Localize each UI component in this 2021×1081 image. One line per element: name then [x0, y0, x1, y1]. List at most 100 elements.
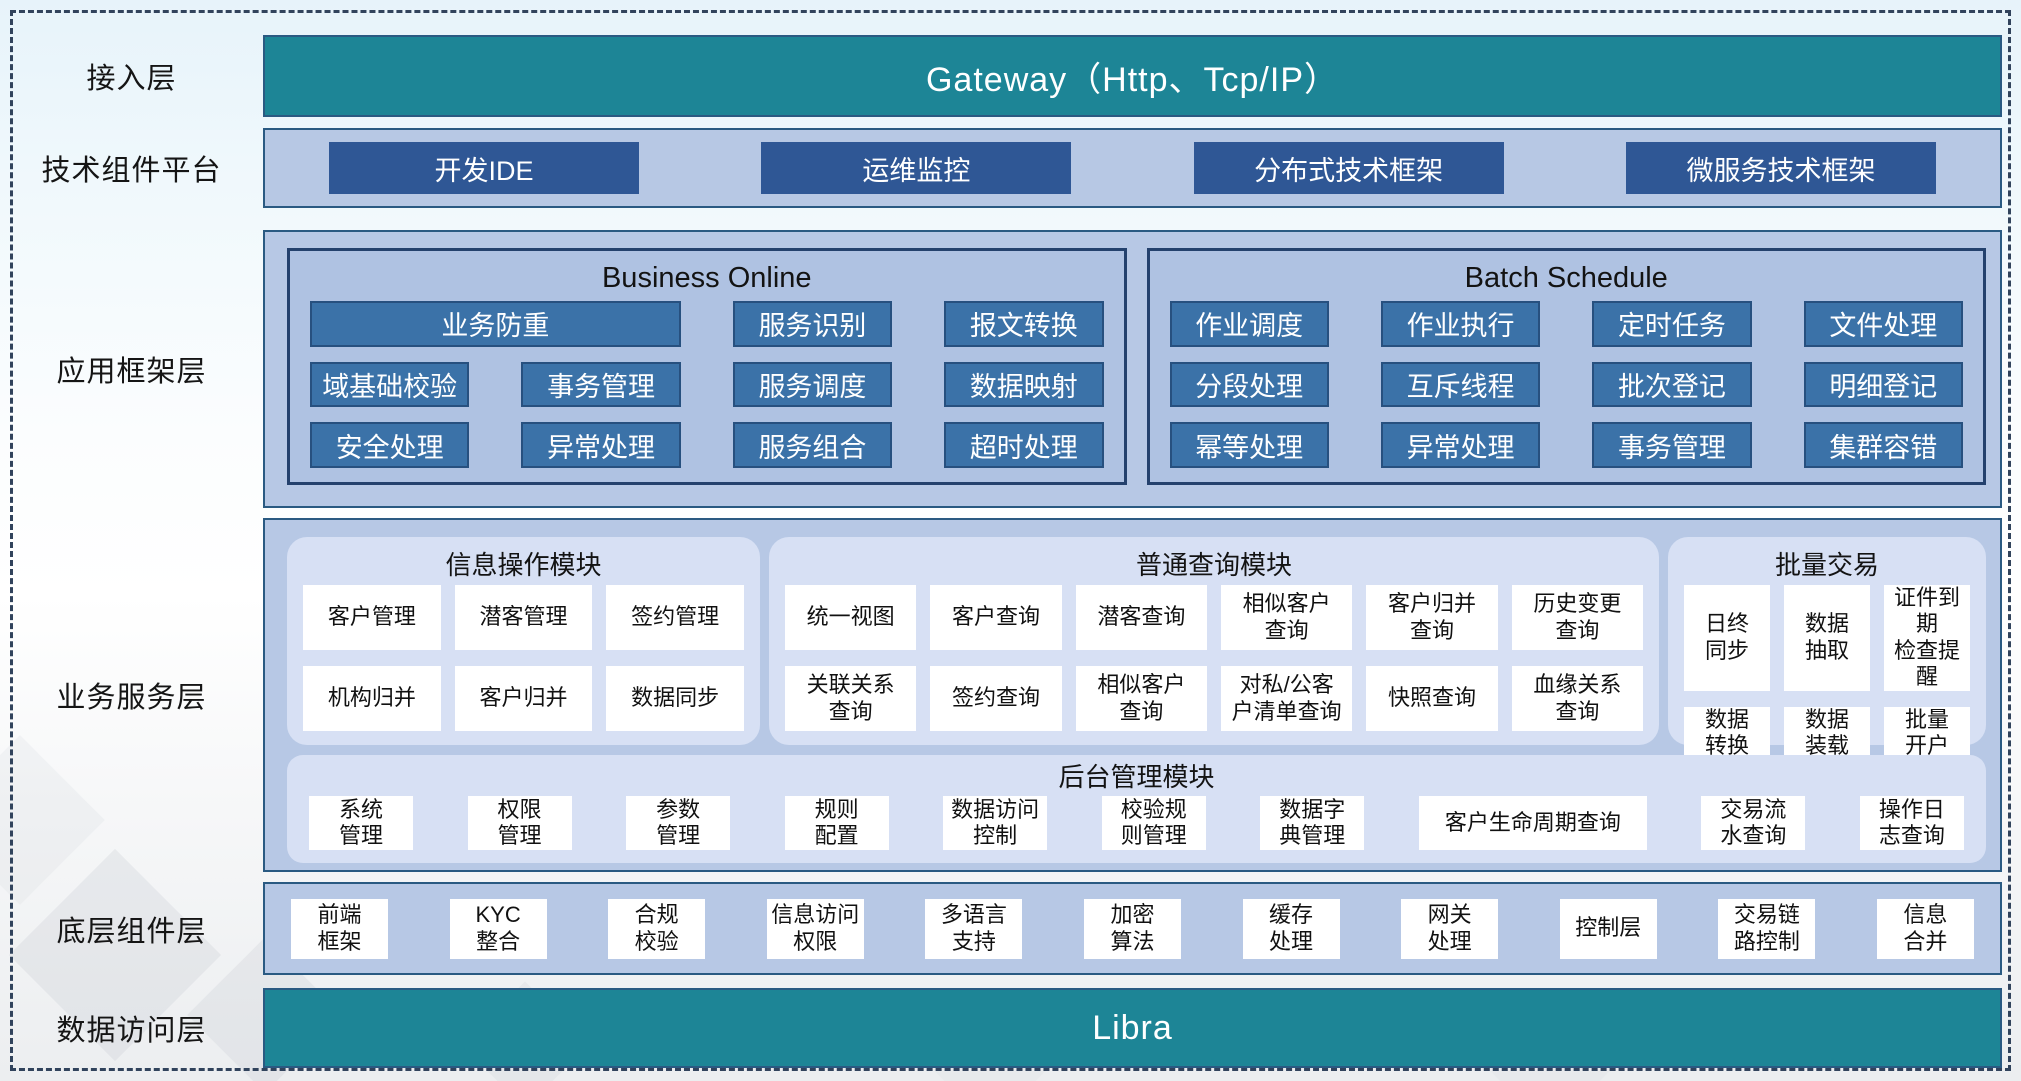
- libra-bar-text: Libra: [1092, 1008, 1173, 1047]
- service-button: 机构归并: [303, 666, 441, 731]
- layer-label-data-access: 数据访问层: [56, 1015, 207, 1047]
- admin-button: 权限 管理: [467, 796, 572, 850]
- info-operation-module-title: 信息操作模块: [445, 550, 602, 580]
- service-button: 快照查询: [1366, 666, 1498, 731]
- admin-button: 参数 管理: [626, 796, 731, 850]
- framework-button: 超时处理: [944, 422, 1104, 468]
- service-button: 统一视图: [785, 585, 917, 650]
- admin-button: 规则 配置: [784, 796, 889, 850]
- admin-button: 数据访问 控制: [943, 796, 1048, 850]
- admin-button: 校验规 则管理: [1101, 796, 1206, 850]
- gateway-bar-text: Gateway（Http、Tcp/IP）: [925, 60, 1339, 99]
- general-query-module: 普通查询模块 统一视图 客户查询 潜客查询 相似客户 查询 客户归并 查询 历史…: [769, 537, 1659, 745]
- layer-label-base-components: 底层组件层: [56, 915, 207, 948]
- base-component-button: 前端 框架: [291, 898, 388, 959]
- app-framework-box: Business Online 业务防重 服务识别 报文转换 域基础校验 事务管…: [263, 230, 2002, 508]
- service-button: 数据 抽取: [1784, 585, 1870, 691]
- admin-button: 客户生命周期查询: [1418, 796, 1647, 850]
- business-service-box: 信息操作模块 客户管理 潜客管理 签约管理 机构归并 客户归并 数据同步 普通查…: [263, 518, 2002, 872]
- layer-rows: 接入层 Gateway（Http、Tcp/IP） 技术组件平台 开发IDE 运维…: [0, 35, 2002, 1068]
- framework-button: 定时任务: [1592, 301, 1752, 347]
- base-component-button: KYC 整合: [449, 898, 547, 959]
- batch-schedule-title: Batch Schedule: [1464, 262, 1668, 294]
- service-button: 数据 转换: [1684, 706, 1770, 760]
- framework-button: 异常处理: [521, 422, 681, 468]
- base-component-button: 交易链 路控制: [1718, 898, 1816, 959]
- layer-data-access: 数据访问层 Libra: [0, 988, 2002, 1068]
- service-button: 批量 开户: [1884, 706, 1970, 760]
- service-modules-row: 信息操作模块 客户管理 潜客管理 签约管理 机构归并 客户归并 数据同步 普通查…: [287, 537, 1986, 760]
- base-component-button: 缓存 处理: [1242, 898, 1340, 959]
- tech-button-distributed-framework: 分布式技术框架: [1193, 142, 1504, 194]
- general-query-module-title: 普通查询模块: [1135, 550, 1292, 580]
- framework-button: 服务调度: [732, 361, 893, 408]
- framework-button: 互斥线程: [1380, 361, 1541, 408]
- service-button: 日终 同步: [1684, 585, 1770, 691]
- business-online-box: Business Online 业务防重 服务识别 报文转换 域基础校验 事务管…: [287, 248, 1127, 485]
- info-operation-module: 信息操作模块 客户管理 潜客管理 签约管理 机构归并 客户归并 数据同步: [287, 537, 760, 745]
- framework-button: 事务管理: [1592, 422, 1752, 468]
- framework-button: 集群容错: [1803, 422, 1963, 468]
- framework-button: 域基础校验: [310, 361, 470, 408]
- service-button: 客户归并 查询: [1366, 585, 1498, 650]
- info-operation-grid: 客户管理 潜客管理 签约管理 机构归并 客户归并 数据同步: [303, 585, 744, 731]
- framework-button: 分段处理: [1169, 361, 1329, 408]
- framework-button: 幂等处理: [1169, 422, 1329, 468]
- framework-button: 作业调度: [1169, 301, 1329, 347]
- base-component-button: 网关 处理: [1401, 898, 1499, 959]
- admin-button: 系统 管理: [309, 796, 413, 850]
- service-button: 潜客管理: [454, 585, 593, 650]
- admin-button: 交易流 水查询: [1701, 796, 1806, 850]
- admin-button: 数据字 典管理: [1260, 796, 1365, 850]
- base-components-box: 前端 框架 KYC 整合 合规 校验 信息访问 权限 多语言 支持 加密 算法 …: [263, 882, 2002, 975]
- batch-schedule-box: Batch Schedule 作业调度 作业执行 定时任务 文件处理 分段处理 …: [1146, 248, 1986, 485]
- framework-button: 安全处理: [310, 422, 470, 468]
- tech-platform-band: 开发IDE 运维监控 分布式技术框架 微服务技术框架: [263, 128, 2002, 208]
- framework-button: 明细登记: [1803, 361, 1963, 408]
- layer-access: 接入层 Gateway（Http、Tcp/IP）: [0, 35, 2002, 117]
- framework-button: 服务组合: [732, 422, 893, 468]
- base-component-button: 信息访问 权限: [766, 898, 864, 959]
- service-button: 客户管理: [303, 585, 441, 650]
- service-button: 证件到期 检查提醒: [1884, 585, 1970, 691]
- framework-button: 事务管理: [521, 361, 681, 408]
- service-button: 数据 装载: [1784, 706, 1870, 760]
- base-component-button: 控制层: [1559, 898, 1657, 959]
- service-button: 客户归并: [454, 666, 593, 731]
- service-button: 签约管理: [606, 585, 744, 650]
- layer-label-app-framework: 应用框架层: [56, 356, 207, 388]
- service-button: 相似客户 查询: [1220, 585, 1353, 650]
- admin-module: 后台管理模块 系统 管理 权限 管理 参数 管理 规则 配置 数据访问 控制 校…: [287, 755, 1986, 863]
- layer-base-components: 底层组件层 前端 框架 KYC 整合 合规 校验 信息访问 权限 多语言 支持 …: [0, 882, 2002, 975]
- libra-bar: Libra: [263, 988, 2002, 1068]
- tech-button-ops-monitor: 运维监控: [761, 142, 1072, 194]
- framework-button: 作业执行: [1380, 301, 1541, 347]
- framework-button: 数据映射: [944, 361, 1104, 408]
- batch-schedule-grid: 作业调度 作业执行 定时任务 文件处理 分段处理 互斥线程 批次登记 明细登记 …: [1169, 301, 1963, 468]
- service-button: 相似客户 查询: [1075, 666, 1207, 731]
- layer-tech-platform: 技术组件平台 开发IDE 运维监控 分布式技术框架 微服务技术框架: [0, 128, 2002, 208]
- framework-button: 报文转换: [944, 301, 1104, 347]
- admin-button: 操作日 志查询: [1859, 796, 1964, 850]
- gateway-bar: Gateway（Http、Tcp/IP）: [263, 35, 2002, 117]
- tech-button-microservice-framework: 微服务技术框架: [1625, 142, 1936, 194]
- layer-app-framework: 应用框架层 Business Online 业务防重 服务识别 报文转换 域基础…: [0, 230, 2002, 508]
- framework-button: 服务识别: [732, 301, 893, 347]
- framework-button: 异常处理: [1380, 422, 1541, 468]
- business-online-grid: 业务防重 服务识别 报文转换 域基础校验 事务管理 服务调度 数据映射 安全处理…: [310, 301, 1104, 468]
- tech-button-dev-ide: 开发IDE: [329, 142, 639, 194]
- base-component-button: 合规 校验: [608, 898, 706, 959]
- service-button: 数据同步: [606, 666, 744, 731]
- service-button: 客户查询: [930, 585, 1062, 650]
- service-button: 历史变更 查询: [1511, 585, 1643, 650]
- layer-business-service: 业务服务层 信息操作模块 客户管理 潜客管理 签约管理 机构归并 客户归并 数据…: [0, 518, 2002, 872]
- base-component-button: 信息 合并: [1876, 898, 1974, 959]
- base-component-button: 多语言 支持: [925, 898, 1023, 959]
- base-component-button: 加密 算法: [1083, 898, 1181, 959]
- framework-button: 批次登记: [1592, 361, 1752, 408]
- framework-button: 文件处理: [1803, 301, 1963, 347]
- batch-transaction-grid: 日终 同步 数据 抽取 证件到期 检查提醒 数据 转换 数据 装载 批量 开户: [1684, 585, 1970, 760]
- layer-label-business-service: 业务服务层: [56, 682, 207, 714]
- general-query-grid: 统一视图 客户查询 潜客查询 相似客户 查询 客户归并 查询 历史变更 查询 关…: [785, 585, 1643, 731]
- service-button: 关联关系 查询: [785, 666, 917, 731]
